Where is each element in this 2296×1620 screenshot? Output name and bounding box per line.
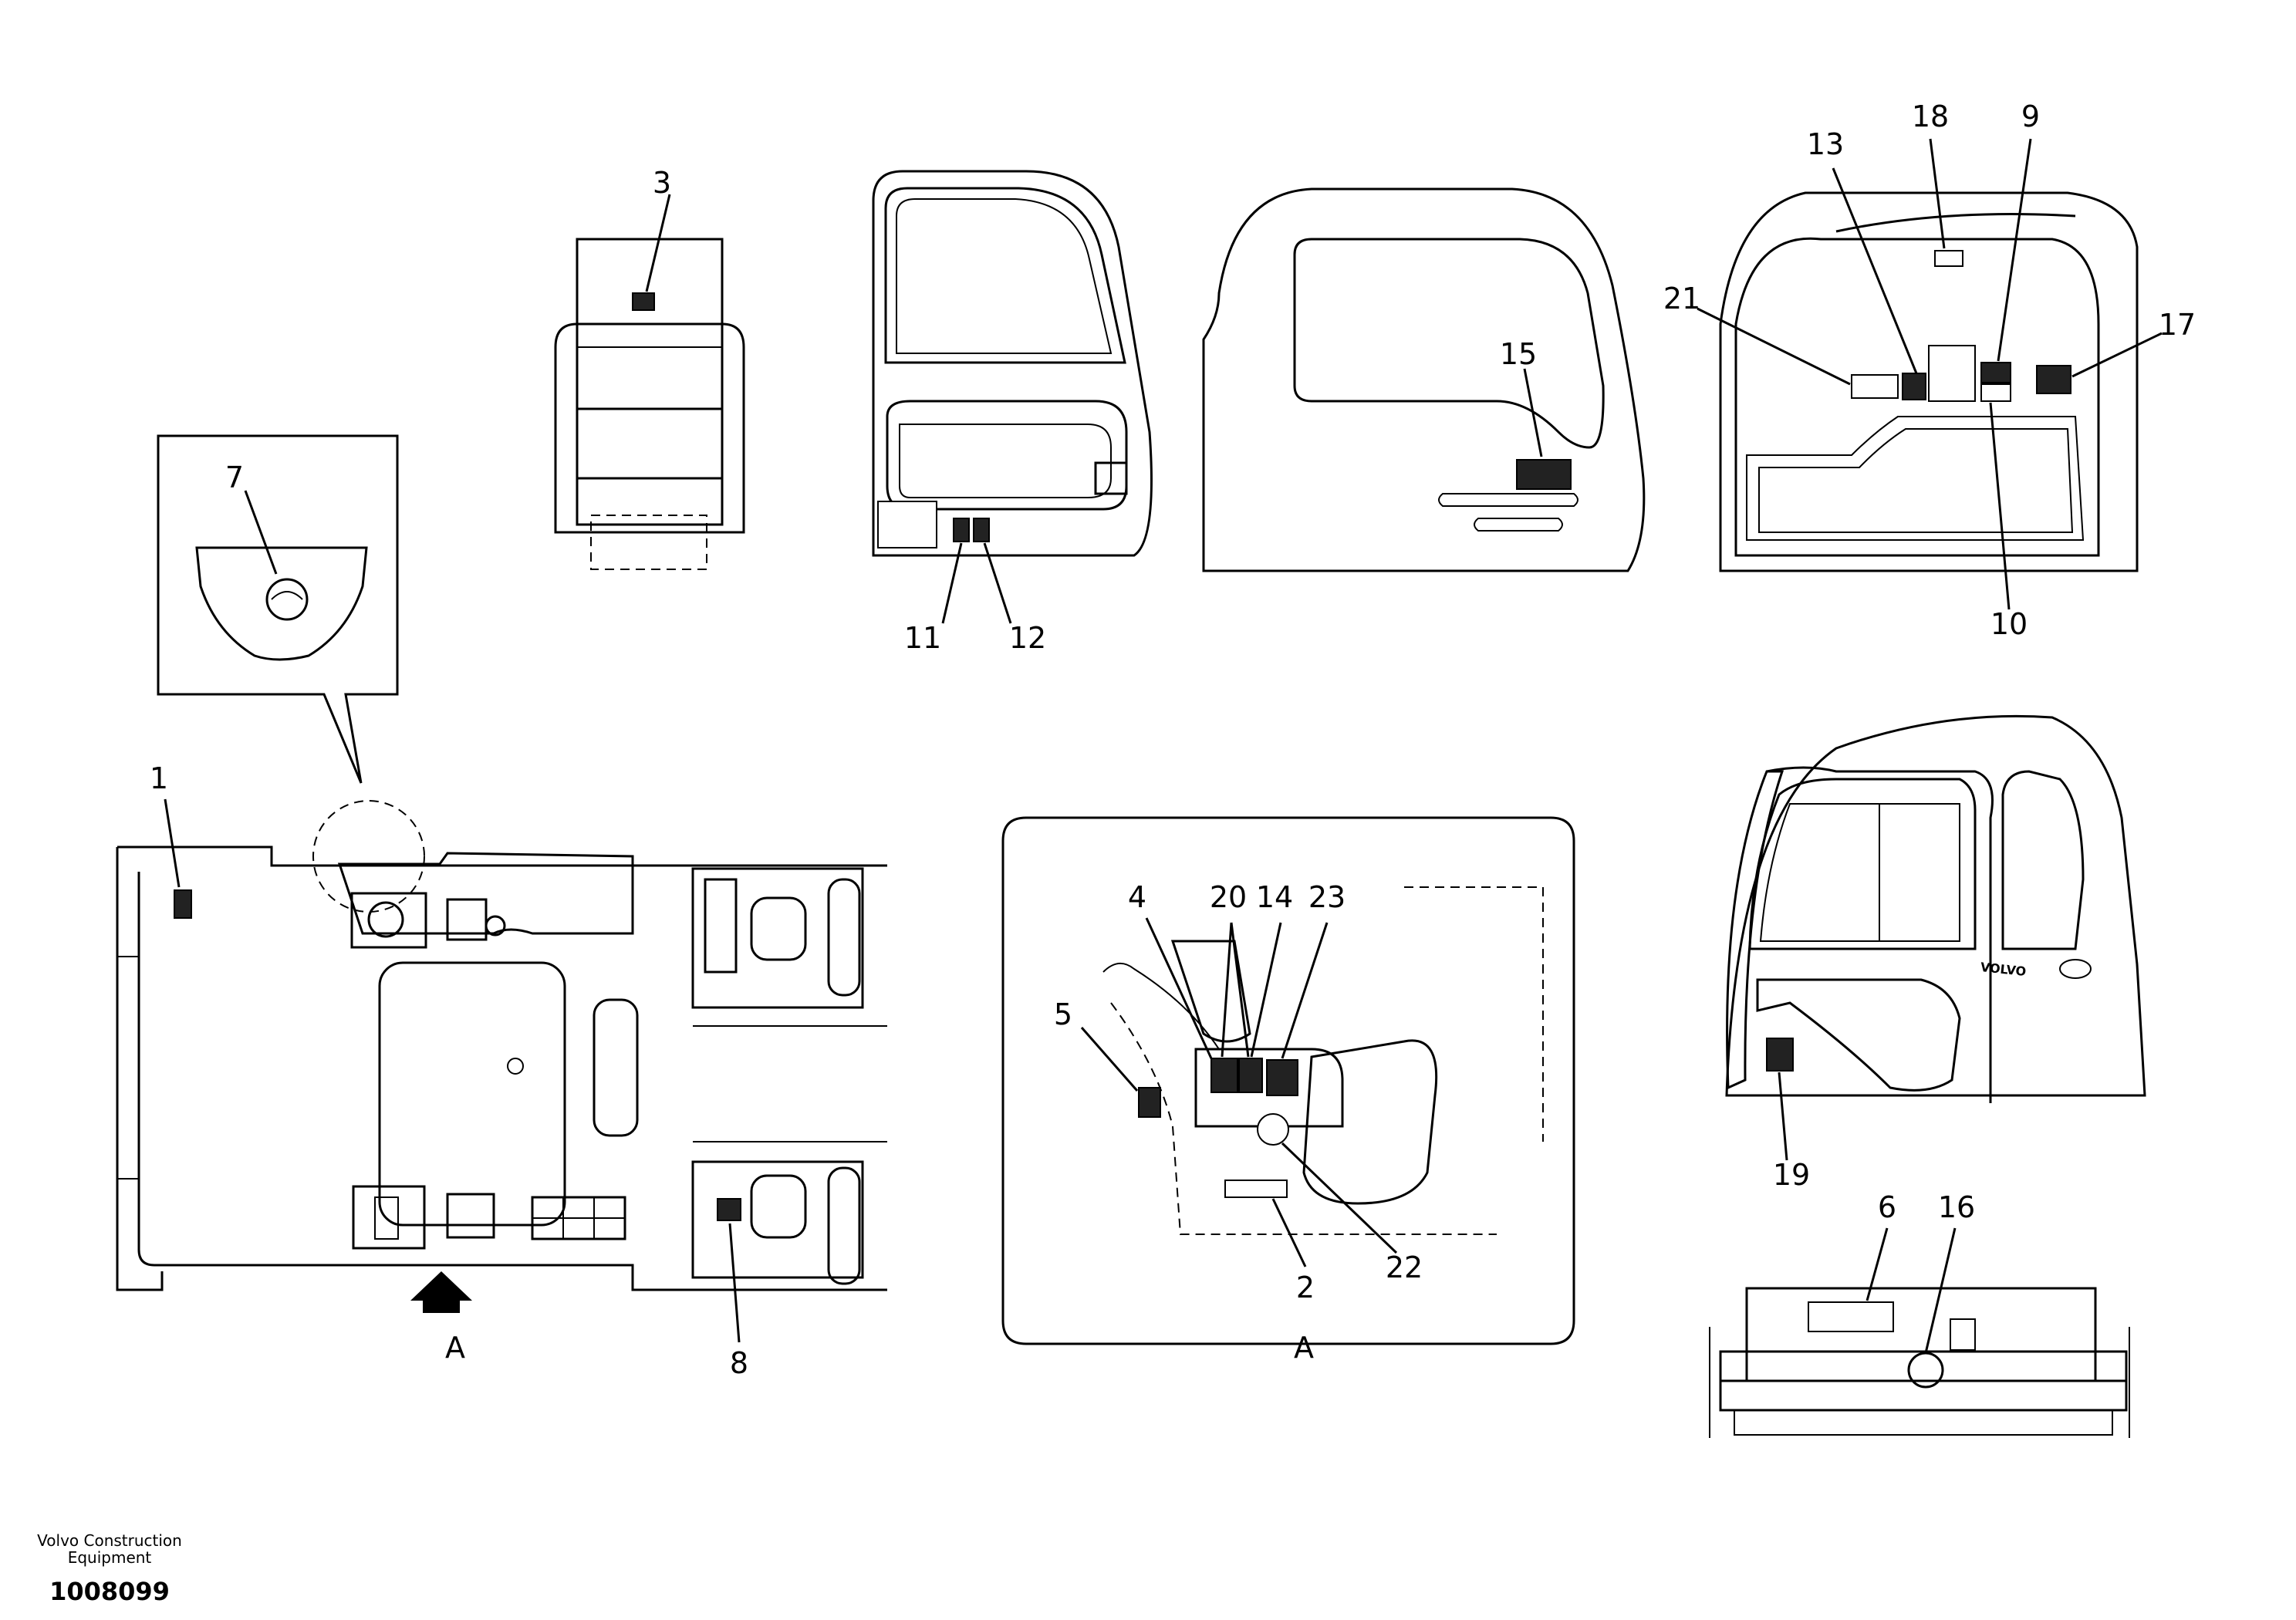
cab-rear-view: 13 18 9 21 17 10: [1663, 100, 2196, 641]
callout-11: 11: [904, 621, 941, 655]
detail-a-label: A: [1294, 1331, 1314, 1365]
callout-21: 21: [1663, 282, 1700, 316]
decal-19: [1766, 1038, 1794, 1072]
detail-bubble: 7: [157, 434, 425, 913]
callout-14: 14: [1256, 880, 1293, 914]
footer: Volvo Construction Equipment 1008099: [37, 1531, 182, 1606]
console-view: 6 16: [1709, 1190, 2130, 1438]
callout-18: 18: [1912, 100, 1949, 133]
callout-13: 13: [1807, 127, 1844, 161]
footer-company-line1: Volvo Construction: [37, 1531, 182, 1550]
decal-6: [1808, 1301, 1894, 1332]
decal-15: [1516, 459, 1572, 490]
callout-9: 9: [2021, 100, 2040, 133]
detail-a-view: 4 20 14 23 5 2 22 A: [1001, 816, 1575, 1365]
callout-16: 16: [1938, 1190, 1975, 1224]
callout-22: 22: [1386, 1250, 1423, 1284]
callout-12: 12: [1009, 621, 1046, 655]
decal-3: [632, 292, 655, 311]
door-outer-view: 15: [1202, 187, 1646, 572]
callout-6: 6: [1878, 1190, 1896, 1224]
seat-view: 3: [554, 166, 745, 570]
decal-center-grid: [1928, 345, 1976, 402]
decal-9: [1980, 362, 2011, 383]
decal-2: [1224, 1180, 1288, 1198]
decal-5: [1138, 1087, 1161, 1118]
cab-volvo-logo: VOLVO: [1980, 960, 2027, 979]
decal-21: [1851, 374, 1899, 399]
callout-5: 5: [1054, 997, 1072, 1031]
callout-17: 17: [2159, 308, 2196, 342]
decal-23: [1266, 1059, 1298, 1096]
footer-company-line2: Equipment: [68, 1548, 152, 1567]
callout-4: 4: [1128, 880, 1146, 914]
decal-10: [1980, 383, 2011, 402]
decal-14: [1238, 1058, 1263, 1093]
callout-8: 8: [730, 1346, 748, 1380]
decal-11: [953, 518, 970, 542]
callout-1: 1: [150, 761, 168, 795]
view-a-arrow: [410, 1271, 472, 1313]
view-a-arrow-label: A: [445, 1331, 465, 1365]
decal-18: [1934, 250, 1963, 267]
decal-22: [1257, 1113, 1289, 1146]
callout-23: 23: [1308, 880, 1346, 914]
callout-20: 20: [1210, 880, 1247, 914]
decal-20: [1210, 1058, 1238, 1093]
callout-7: 7: [225, 461, 244, 494]
callout-15: 15: [1500, 337, 1537, 371]
cab-exterior-view: VOLVO 19: [1725, 714, 2146, 1192]
callout-19: 19: [1773, 1158, 1810, 1192]
decal-17: [2036, 365, 2071, 394]
callout-3: 3: [653, 166, 671, 200]
callout-10: 10: [1990, 607, 2028, 641]
decal-panel-door: [877, 501, 937, 548]
decal-13: [1902, 373, 1926, 400]
footer-drawing-number: 1008099: [49, 1577, 170, 1606]
decal-8: [717, 1198, 741, 1221]
decal-12: [973, 518, 990, 542]
callout-2: 2: [1296, 1271, 1315, 1304]
decal-1: [174, 889, 192, 919]
cab-floor-plan: 1 8 A: [116, 761, 887, 1380]
door-inner-view: 11 12: [872, 170, 1153, 655]
